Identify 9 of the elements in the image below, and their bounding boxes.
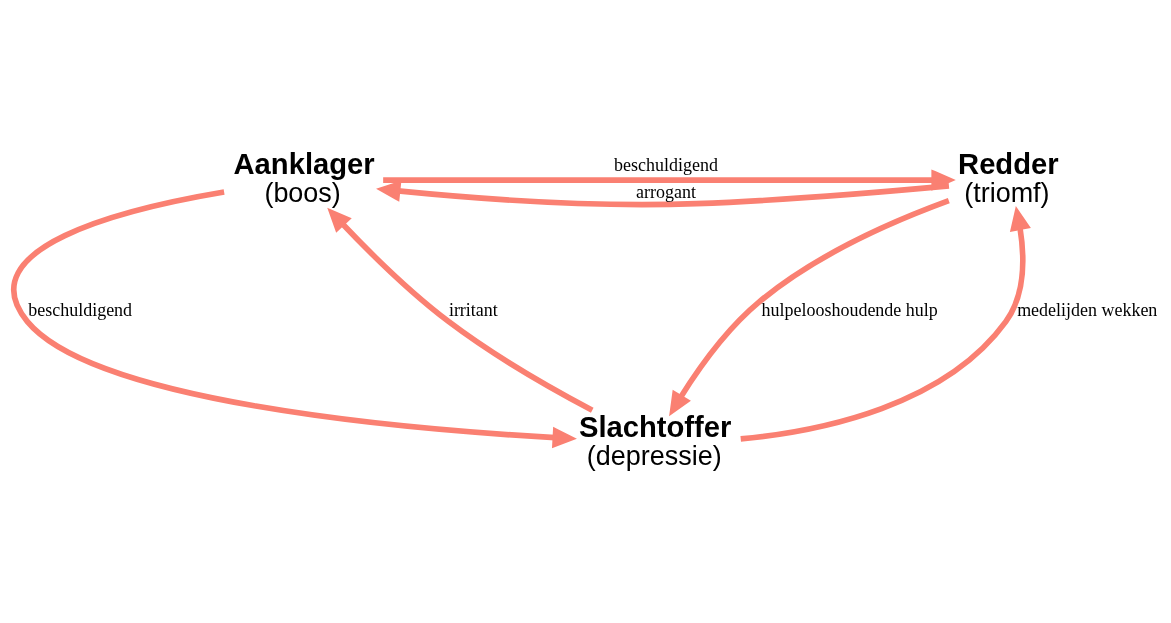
node-text: Aanklager (boos) bbox=[233, 148, 375, 208]
edge-label: medelijden wekken bbox=[1017, 299, 1158, 320]
edge-label: irritant bbox=[448, 299, 498, 320]
edge-label: hulpelooshoudende hulp bbox=[761, 299, 938, 320]
edge-label: beschuldigend bbox=[28, 299, 133, 320]
edge-label: arrogant bbox=[636, 181, 696, 202]
edge-label: beschuldigend bbox=[614, 154, 718, 175]
node-text: Redder (triomf) bbox=[958, 148, 1059, 208]
node-text: Slachtoffer (depressie) bbox=[578, 411, 732, 471]
